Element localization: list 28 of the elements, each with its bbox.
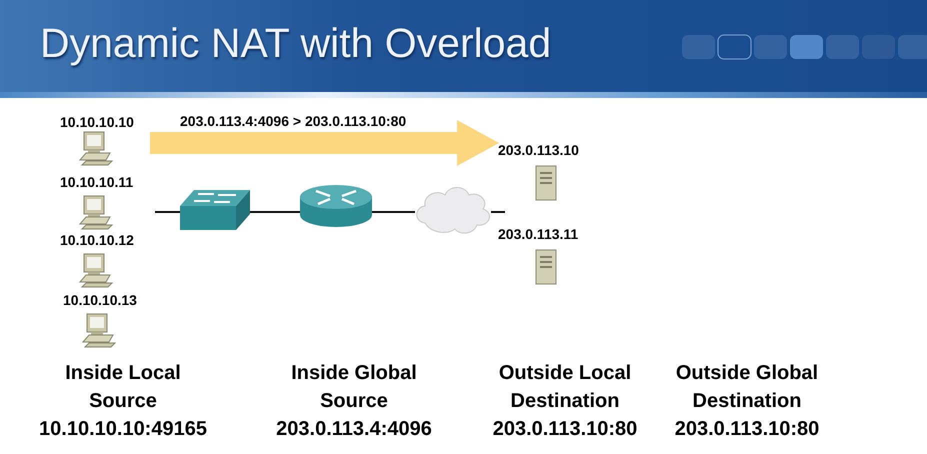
- ip-address-label: 10.10.10.12: [60, 232, 134, 248]
- column-heading: Inside Global: [291, 362, 417, 385]
- column-heading: Source: [320, 390, 388, 413]
- column-heading: Destination: [510, 390, 620, 413]
- router-icon: [300, 185, 372, 229]
- address-value: 203.0.113.10:80: [674, 418, 820, 441]
- switch-icon: [180, 190, 250, 230]
- column-heading: Source: [89, 390, 157, 413]
- ip-address-label: 203.0.113.10: [498, 142, 579, 158]
- column-heading: Inside Local: [65, 362, 181, 385]
- slide-title: Dynamic NAT with Overload: [40, 20, 552, 67]
- cloud-icon: [415, 185, 491, 235]
- address-value: 10.10.10.10:49165: [39, 418, 207, 441]
- column-heading: Destination: [692, 390, 802, 413]
- address-value: 203.0.113.4:4096: [276, 418, 432, 441]
- ip-address-label: 10.10.10.10: [60, 114, 134, 130]
- column-heading: Outside Local: [498, 362, 632, 385]
- flow-arrow: [150, 120, 499, 166]
- network-link: [372, 211, 415, 213]
- column-heading: Outside Global: [676, 362, 818, 385]
- address-value: 203.0.113.10:80: [492, 418, 638, 441]
- network-link: [491, 211, 505, 213]
- ip-address-label: 203.0.113.11: [498, 226, 578, 242]
- ip-address-label: 10.10.10.11: [60, 174, 134, 190]
- ip-address-label: 10.10.10.13: [63, 292, 137, 308]
- edge-label: 203.0.113.4:4096 > 203.0.113.10:80: [178, 113, 408, 129]
- network-link: [250, 211, 300, 213]
- network-link: [155, 211, 180, 213]
